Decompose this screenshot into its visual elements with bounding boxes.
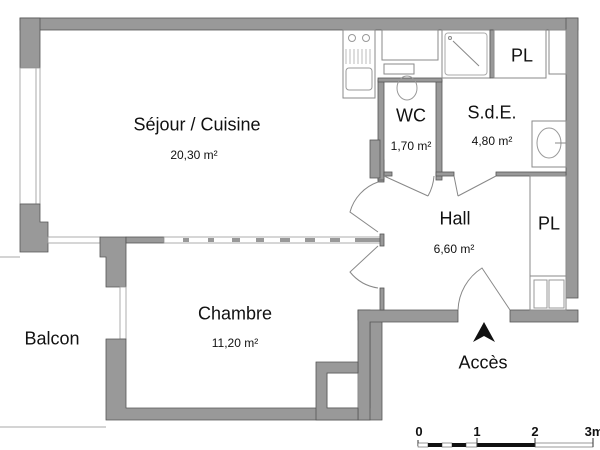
scale-tick-2: 2 <box>531 424 539 439</box>
room-name-hall: Hall <box>439 208 471 229</box>
cabinet <box>381 29 439 61</box>
room-area-hall: 6,60 m² <box>433 242 475 256</box>
scale-bar <box>417 438 594 448</box>
door-sejour[interactable] <box>349 181 379 233</box>
door-wc[interactable] <box>383 175 435 197</box>
window-chambre <box>119 286 127 340</box>
closet-label-top: PL <box>510 45 534 66</box>
closet-right <box>529 175 567 277</box>
pillar <box>99 236 127 288</box>
room-name-chambre: Chambre <box>197 303 273 324</box>
room-name-sejour: Séjour / Cuisine <box>133 114 261 135</box>
room-area-sde: 4,80 m² <box>471 134 513 148</box>
entrance-label: Accès <box>458 352 508 373</box>
partition-dashed <box>163 236 383 244</box>
closet-top <box>493 29 547 79</box>
door-sde[interactable] <box>453 175 497 197</box>
wall-entry-right <box>509 309 579 323</box>
wall-right <box>565 17 579 299</box>
door-chambre[interactable] <box>349 245 379 289</box>
wall-top <box>19 17 579 31</box>
room-name-wc: WC <box>396 105 426 126</box>
room-area-wc: 1,70 m² <box>390 139 432 153</box>
room-area-chambre: 11,20 m² <box>211 336 259 350</box>
room-name-balcon: Balcon <box>24 328 80 349</box>
closet-label-right: PL <box>537 213 561 234</box>
arrow-up-icon <box>473 322 495 342</box>
wall-left-upper <box>19 17 41 69</box>
window-left <box>19 67 41 205</box>
room-name-sde: S.d.E. <box>467 102 517 123</box>
scale-tick-1: 1 <box>473 424 481 439</box>
wall-left-lower <box>19 203 49 253</box>
scale-tick-3: 3m <box>584 424 600 439</box>
scale-tick-0: 0 <box>415 424 423 439</box>
room-area-sejour: 20,30 m² <box>170 148 218 162</box>
toilet-icon <box>396 75 418 101</box>
door-entry[interactable] <box>457 267 511 311</box>
washbasin-icon <box>531 120 567 168</box>
